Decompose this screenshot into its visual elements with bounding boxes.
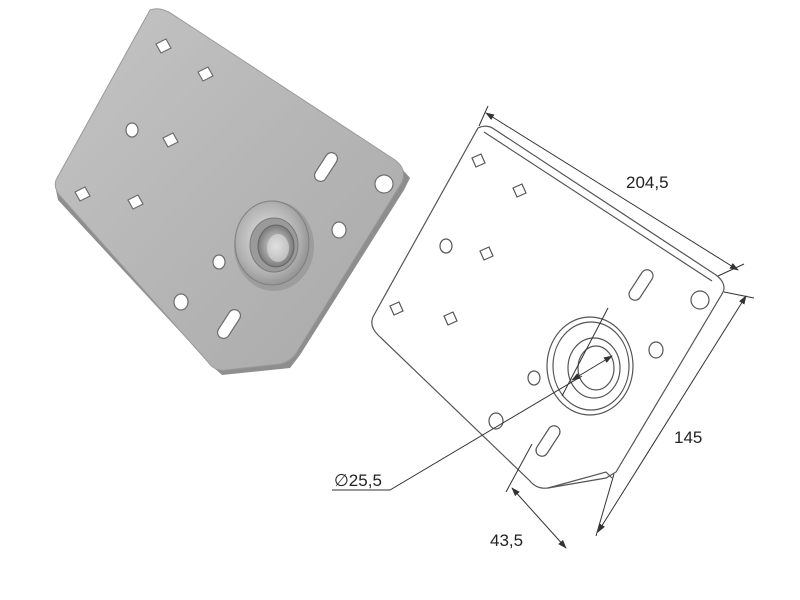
- slot: [216, 309, 242, 339]
- square-hole: [471, 153, 486, 168]
- line-square-holes: [389, 153, 527, 326]
- round-hole: [648, 341, 664, 359]
- round-hole: [212, 254, 226, 270]
- extension-line: [505, 443, 533, 493]
- line-drawing-plate: [371, 125, 725, 489]
- slots: [216, 152, 339, 339]
- square-hole: [162, 132, 179, 148]
- height-dimension-label: 145: [674, 428, 702, 447]
- bearing-diameter-label: ∅25,5: [334, 471, 382, 490]
- extension-line: [561, 307, 609, 397]
- round-hole: [374, 174, 394, 194]
- height-dimension-line: [597, 295, 747, 533]
- dimension-lines: [332, 105, 755, 549]
- bearing-flange: [234, 200, 314, 291]
- offset-dimension-line: [511, 487, 567, 549]
- plate-thickness: [483, 131, 713, 282]
- line-bearing: [546, 316, 634, 416]
- square-hole: [389, 301, 404, 316]
- round-hole: [439, 238, 453, 254]
- round-hole: [173, 293, 189, 311]
- round-hole: [527, 370, 541, 386]
- width-dimension-line: [485, 112, 739, 271]
- square-hole: [512, 183, 527, 198]
- diameter-dimension-line: [571, 355, 613, 381]
- round-hole: [690, 290, 710, 310]
- round-hole: [488, 412, 504, 430]
- shaded-plate-render: [54, 8, 410, 375]
- shaft-offset-label: 43,5: [490, 531, 523, 550]
- slot: [313, 152, 339, 182]
- slot: [535, 425, 561, 457]
- line-round-holes: [439, 238, 710, 430]
- square-holes: [74, 38, 214, 210]
- round-hole: [331, 221, 347, 239]
- extension-line: [478, 105, 489, 127]
- round-hole: [125, 122, 139, 138]
- square-hole: [74, 186, 91, 202]
- bearing-bore: [577, 345, 615, 391]
- extension-line: [723, 291, 755, 299]
- plate-outline: [371, 125, 725, 489]
- square-hole: [479, 246, 494, 261]
- extension-line: [595, 473, 615, 537]
- plate-thickness: [547, 471, 613, 489]
- square-hole: [127, 194, 144, 210]
- plate-face: [54, 8, 405, 371]
- square-hole: [443, 311, 458, 326]
- line-slots: [535, 269, 654, 457]
- square-hole: [155, 38, 172, 54]
- slot: [628, 269, 654, 301]
- round-holes: [125, 122, 394, 311]
- square-hole: [197, 66, 214, 82]
- diameter-leader: [332, 375, 583, 491]
- width-dimension-label: 204,5: [626, 173, 669, 192]
